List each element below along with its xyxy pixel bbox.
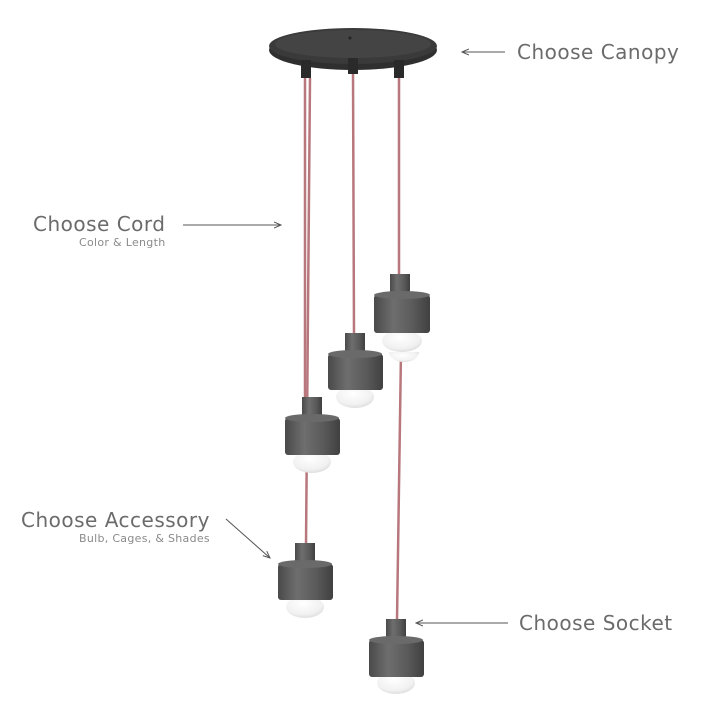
cord-subtitle: Color & Length — [79, 236, 166, 249]
pendant-upper-right — [374, 274, 430, 362]
pendant-lower-left — [278, 543, 333, 618]
choose-cord-label: Choose Cord Color & Length — [33, 212, 165, 250]
accessory-arrow — [225, 518, 270, 558]
choose-accessory-label: Choose Accessory Bulb, Cages, & Shades — [21, 508, 210, 546]
socket-title: Choose Socket — [519, 611, 673, 635]
pendant-middle-left — [285, 397, 340, 473]
choose-canopy-label: Choose Canopy — [517, 40, 679, 64]
canopy — [269, 28, 437, 78]
pendant-center — [328, 333, 383, 408]
cord-2 — [304, 77, 312, 546]
accessory-subtitle: Bulb, Cages, & Shades — [78, 532, 210, 545]
callout-arrows — [183, 52, 508, 623]
canopy-title: Choose Canopy — [517, 40, 680, 64]
cord-3 — [351, 71, 356, 335]
cord-title: Choose Cord — [33, 212, 166, 236]
choose-socket-label: Choose Socket — [519, 611, 673, 635]
pendant-bottom — [369, 619, 424, 694]
cord-5 — [395, 351, 403, 621]
accessory-title: Choose Accessory — [21, 508, 210, 532]
